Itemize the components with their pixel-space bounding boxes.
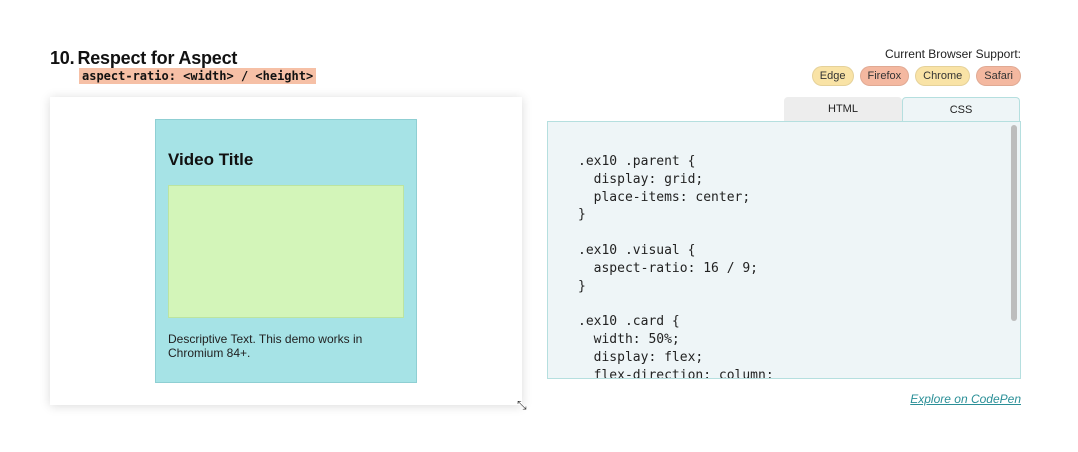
code-scrollbar[interactable] [1011,125,1017,375]
section-title-text: Respect for Aspect [77,48,238,68]
badge-firefox: Firefox [859,66,910,86]
section-number: 10. [50,48,75,68]
card-visual [168,185,404,318]
code-tabs: HTML CSS [784,97,1020,122]
section-title: 10.Respect for Aspect [50,48,237,69]
browser-badges: Edge Firefox Chrome Safari [811,66,1021,86]
section-heading: 10.Respect for Aspect [50,48,237,69]
badge-chrome: Chrome [915,66,971,86]
explore-codepen-link[interactable]: Explore on CodePen [910,392,1021,406]
tab-html[interactable]: HTML [784,97,902,121]
browser-support-label: Current Browser Support: [884,47,1021,61]
code-panel[interactable]: .ex10 .parent { display: grid; place-ite… [547,121,1021,379]
browser-support: Current Browser Support: Edge Firefox Ch… [811,47,1021,86]
resize-handle-icon[interactable]: ⤡ [517,398,527,412]
demo-card: Video Title Descriptive Text. This demo … [155,119,417,383]
tab-css[interactable]: CSS [902,97,1020,122]
card-title: Video Title [168,150,254,169]
badge-safari: Safari [976,66,1021,86]
css-code: .ex10 .parent { display: grid; place-ite… [578,154,774,379]
card-text: Descriptive Text. This demo works in Chr… [168,332,363,360]
badge-edge: Edge [811,66,854,86]
demo-preview: Video Title Descriptive Text. This demo … [50,97,522,405]
property-syntax: aspect-ratio: <width> / <height> [79,68,317,84]
code-scrollbar-thumb[interactable] [1011,125,1017,321]
